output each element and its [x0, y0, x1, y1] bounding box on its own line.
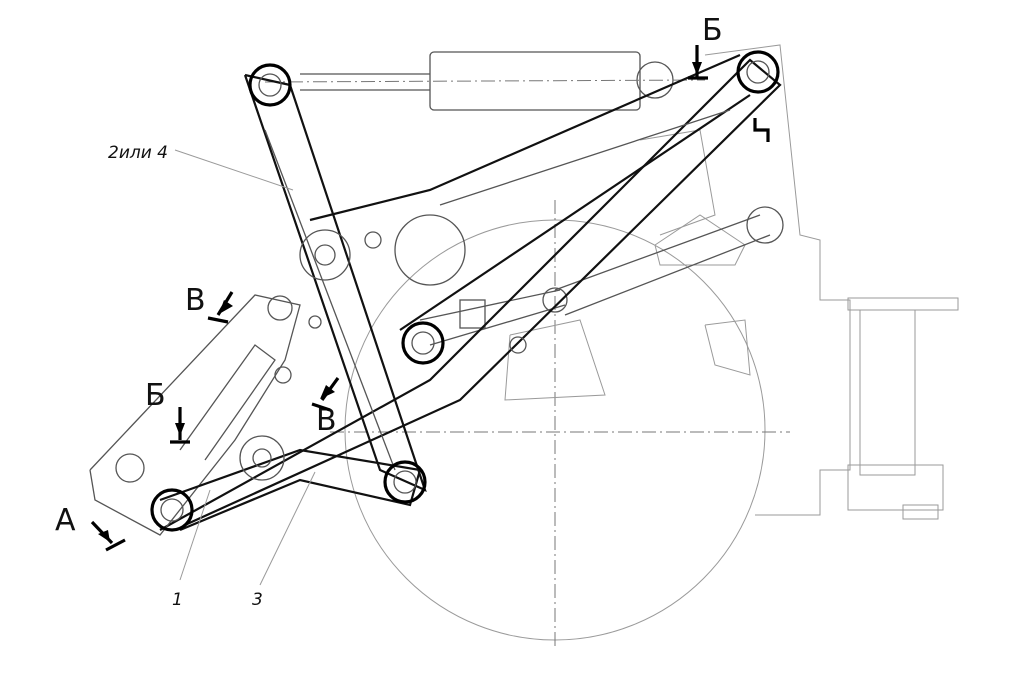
part-label-2-or-4: 2или 4 — [108, 143, 168, 163]
bucket-bracket — [89, 294, 301, 536]
section-mark-v-lower: В — [311, 377, 340, 438]
detail-symbol — [753, 118, 770, 142]
section-letter-b-left: Б — [145, 378, 166, 413]
section-mark-b-left: Б — [145, 378, 190, 444]
section-mark-v-upper: В — [185, 283, 234, 324]
boom-arm — [159, 53, 782, 531]
part-label-3: 3 — [252, 590, 263, 610]
section-letter-a: А — [55, 503, 76, 538]
tilt-cylinder — [419, 206, 784, 346]
section-letter-v-upper: В — [185, 283, 206, 318]
section-mark-b-top: Б — [688, 13, 723, 80]
link-arm — [159, 435, 422, 532]
section-mark-a: А — [55, 503, 126, 552]
section-letter-v-lower: В — [316, 403, 337, 438]
lift-cylinder — [264, 51, 706, 111]
leader-lines — [174, 149, 316, 586]
section-letter-b-top: Б — [702, 13, 723, 48]
pivot-pins — [150, 50, 780, 532]
frame-body — [504, 44, 959, 520]
part-label-1: 1 — [172, 590, 183, 610]
